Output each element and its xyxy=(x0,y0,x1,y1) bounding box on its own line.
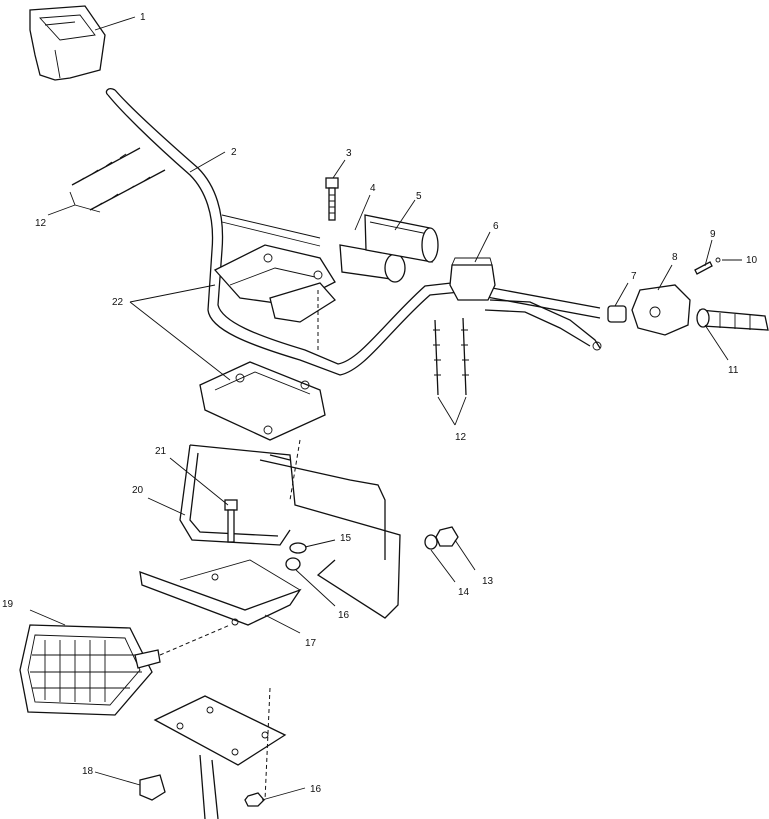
part-19-headlight xyxy=(19,624,161,716)
part-16-nut-lower xyxy=(244,792,265,807)
callout-7: 7 xyxy=(631,271,637,282)
part-6-master-cylinder xyxy=(449,257,496,301)
part-12-screws-right xyxy=(433,317,469,396)
callout-10: 10 xyxy=(746,255,758,266)
callout-11: 11 xyxy=(728,365,739,376)
brake-lever xyxy=(484,299,602,351)
callout-15: 15 xyxy=(340,533,352,544)
callout-9: 9 xyxy=(710,229,716,240)
callout-21: 21 xyxy=(155,446,167,457)
part-9-screw xyxy=(694,261,713,275)
callout-13: 13 xyxy=(482,576,494,587)
callout-22: 22 xyxy=(112,297,124,308)
callout-3: 3 xyxy=(346,148,352,159)
callout-labels: 1 2 3 4 5 6 7 8 9 10 11 12 12 13 14 15 1… xyxy=(2,12,758,795)
callout-8: 8 xyxy=(672,252,678,263)
callout-16-upper: 16 xyxy=(338,610,350,621)
part-16-nut-upper xyxy=(285,557,301,571)
callout-14: 14 xyxy=(458,587,470,598)
part-20-bracket xyxy=(179,444,401,619)
part-11-grip xyxy=(696,308,769,331)
part-3-bolt xyxy=(325,177,339,221)
part-21-bolt xyxy=(224,499,238,543)
part-7-collar xyxy=(607,305,627,323)
part-18-connector xyxy=(139,774,166,801)
part-15-washer xyxy=(289,542,307,554)
part-10-clip xyxy=(715,257,721,263)
callout-12-right: 12 xyxy=(455,432,467,443)
part-1-handlebar-cover xyxy=(29,5,106,81)
callout-16-lower: 16 xyxy=(310,784,322,795)
callout-4: 4 xyxy=(370,183,376,194)
lower-alignment-line xyxy=(264,687,271,801)
callout-20: 20 xyxy=(132,485,144,496)
part-22-lower-clamp xyxy=(199,361,326,441)
callout-6: 6 xyxy=(493,221,499,232)
leader-lines xyxy=(29,16,742,801)
part-2-handlebar xyxy=(105,88,601,376)
callout-1: 1 xyxy=(140,12,146,23)
part-13-nut xyxy=(435,526,459,547)
part-5-sleeve xyxy=(364,214,439,263)
callout-19: 19 xyxy=(2,599,14,610)
callout-5: 5 xyxy=(416,191,422,202)
part-12-screws-left xyxy=(71,147,166,211)
callout-17: 17 xyxy=(305,638,317,649)
callout-18: 18 xyxy=(82,766,94,777)
callout-2: 2 xyxy=(231,147,237,158)
part-14-washer xyxy=(424,534,438,550)
lower-mounting-plate xyxy=(153,695,287,819)
callout-12-left: 12 xyxy=(35,218,47,229)
part-22-upper-clamp xyxy=(213,244,336,323)
part-8-switch-housing xyxy=(631,284,691,336)
part-17-mounting-plate xyxy=(139,559,302,626)
clamp-alignment-line-lower xyxy=(289,439,301,501)
headlight-mount-line xyxy=(159,624,231,656)
